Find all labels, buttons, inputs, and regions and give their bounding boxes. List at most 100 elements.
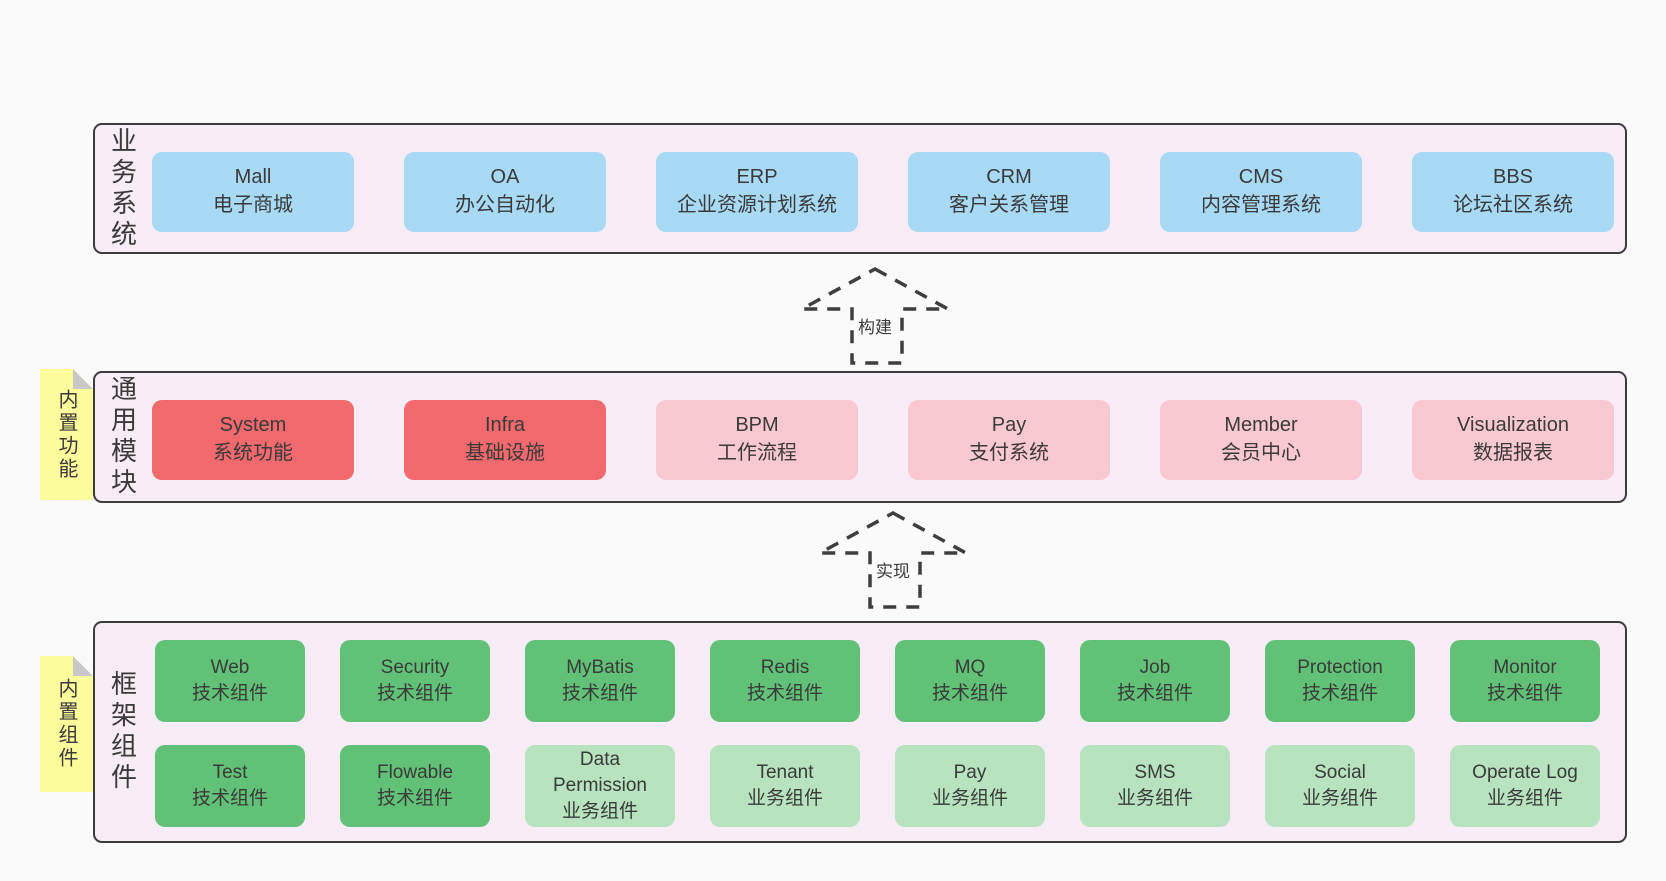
component-box-test: Test 技术组件 [155,745,305,827]
build-arrow: 构建 [800,266,950,366]
sticky-label: 内置功能 [55,388,77,481]
module-box-bpm: BPM 工作流程 [656,400,858,480]
box-title: Redis [760,656,810,678]
components-row-1: Web 技术组件 Security 技术组件 MyBatis 技术组件 Redi… [155,640,1600,722]
component-box-mybatis: MyBatis 技术组件 [525,640,675,722]
component-box-social: Social 业务组件 [1265,745,1415,827]
box-subtitle: 系统功能 [213,442,293,464]
module-box-pay: Pay 支付系统 [908,400,1110,480]
box-title: Test [212,761,248,783]
component-box-redis: Redis 技术组件 [710,640,860,722]
box-subtitle: 技术组件 [376,788,453,809]
business-box-cms: CMS 内容管理系统 [1160,152,1362,232]
module-box-infra: Infra 基础设施 [404,400,606,480]
box-title: Visualization [1457,414,1569,437]
box-subtitle: 论坛社区系统 [1453,194,1573,216]
box-subtitle: 业务组件 [1301,788,1378,809]
box-title: Data Permission [553,748,647,796]
implement-arrow-label: 实现 [874,557,912,582]
component-box-security: Security 技术组件 [340,640,490,722]
box-subtitle: 办公自动化 [455,194,555,216]
box-subtitle: 技术组件 [191,683,268,704]
business-box-erp: ERP 企业资源计划系统 [656,152,858,232]
component-box-web: Web 技术组件 [155,640,305,722]
box-subtitle: 技术组件 [376,683,453,704]
business-box-oa: OA 办公自动化 [404,152,606,232]
box-title: Operate Log [1472,761,1578,783]
sticky-label: 内置组件 [55,678,77,770]
component-box-flowable: Flowable 技术组件 [340,745,490,827]
box-title: Mall [234,166,272,189]
band-framework-components: 框架组件 Web 技术组件 Security 技术组件 MyBatis 技术组件… [93,621,1627,843]
box-title: BPM [735,414,779,437]
component-box-job: Job 技术组件 [1080,640,1230,722]
component-box-monitor: Monitor 技术组件 [1450,640,1600,722]
box-subtitle: 会员中心 [1221,442,1301,464]
box-subtitle: 工作流程 [717,442,797,464]
component-box-data-permission: Data Permission 业务组件 [525,745,675,827]
folded-corner-icon [73,369,93,389]
component-box-protection: Protection 技术组件 [1265,640,1415,722]
box-subtitle: 业务组件 [1486,788,1563,809]
box-subtitle: 技术组件 [191,788,268,809]
box-title: Job [1139,656,1171,678]
sticky-builtin-components: 内置组件 [40,656,93,792]
box-subtitle: 客户关系管理 [949,194,1069,216]
box-title: MQ [954,656,986,678]
box-title: Member [1224,414,1298,437]
box-title: Security [380,656,450,678]
box-title: CRM [986,166,1032,189]
component-box-mq: MQ 技术组件 [895,640,1045,722]
box-subtitle: 业务组件 [1116,788,1193,809]
box-subtitle: 技术组件 [1486,683,1563,704]
box-title: Web [210,656,250,678]
box-title: System [219,414,287,437]
box-title: Protection [1297,656,1383,678]
box-title: MyBatis [566,656,634,678]
box-title: Social [1314,761,1366,783]
build-arrow-label: 构建 [856,313,894,338]
box-title: CMS [1238,166,1284,189]
module-box-member: Member 会员中心 [1160,400,1362,480]
box-title: ERP [736,166,778,189]
band-common-modules: 通用模块 System 系统功能 Infra 基础设施 BPM 工作流程 Pay… [93,371,1627,503]
components-row-2: Test 技术组件 Flowable 技术组件 Data Permission … [155,745,1600,827]
box-title: Pay [991,414,1027,437]
box-subtitle: 技术组件 [746,683,823,704]
band-label-components: 框架组件 [107,670,138,794]
box-subtitle: 技术组件 [561,683,638,704]
module-box-visualization: Visualization 数据报表 [1412,400,1614,480]
box-title: SMS [1134,761,1176,783]
box-subtitle: 业务组件 [931,788,1008,809]
box-subtitle: 支付系统 [969,442,1049,464]
business-box-mall: Mall 电子商城 [152,152,354,232]
sticky-builtin-features: 内置功能 [40,369,93,500]
band-business-systems: 业务系统 Mall 电子商城 OA 办公自动化 ERP 企业资源计划系统 CRM… [93,123,1627,254]
box-title: BBS [1492,166,1534,189]
box-subtitle: 技术组件 [931,683,1008,704]
implement-arrow: 实现 [818,510,968,610]
box-title: OA [490,166,520,189]
business-box-bbs: BBS 论坛社区系统 [1412,152,1614,232]
box-subtitle: 电子商城 [213,194,293,216]
band-label-business: 业务系统 [107,126,138,251]
box-subtitle: 基础设施 [465,442,545,464]
box-subtitle: 技术组件 [1301,683,1378,704]
box-title: Tenant [756,761,814,783]
band-label-modules: 通用模块 [107,375,138,499]
box-subtitle: 技术组件 [1116,683,1193,704]
component-box-pay: Pay 业务组件 [895,745,1045,827]
box-title: Flowable [376,761,454,783]
box-title: Infra [484,414,526,437]
module-box-system: System 系统功能 [152,400,354,480]
box-subtitle: 业务组件 [746,788,823,809]
modules-box-row: System 系统功能 Infra 基础设施 BPM 工作流程 Pay 支付系统… [152,400,1614,480]
component-box-tenant: Tenant 业务组件 [710,745,860,827]
box-subtitle: 业务组件 [561,801,638,823]
box-subtitle: 数据报表 [1473,442,1553,464]
box-title: Pay [953,761,987,783]
folded-corner-icon [73,656,93,676]
box-subtitle: 企业资源计划系统 [677,194,837,216]
business-box-row: Mall 电子商城 OA 办公自动化 ERP 企业资源计划系统 CRM 客户关系… [152,152,1614,232]
